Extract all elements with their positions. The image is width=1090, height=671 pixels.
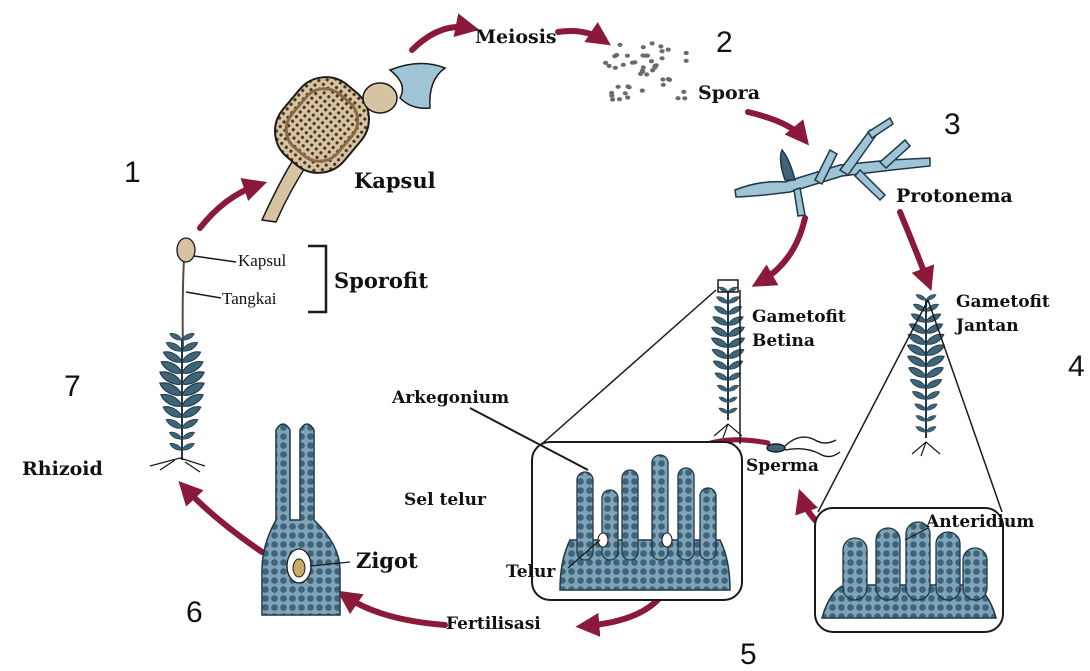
label-fertilisasi: Fertilisasi [446, 616, 541, 633]
step-number-6: 6 [186, 598, 203, 628]
arrow-to-zigot [345, 596, 445, 625]
step-number-5: 5 [740, 640, 757, 670]
label-gametofit-betina: Gametofit Betina [752, 305, 846, 353]
step-number-4: 4 [1068, 352, 1085, 382]
label-spora: Spora [698, 84, 760, 103]
label-zigot: Zigot [356, 550, 418, 571]
step-number-3: 3 [944, 110, 961, 140]
step-number-7: 7 [64, 372, 81, 402]
small-capsule [177, 238, 195, 262]
arrow-to-spora [558, 31, 603, 40]
label-sel-telur: Sel telur [404, 492, 486, 509]
arrow-to-rhizoid [185, 488, 262, 552]
label-gametofit-jantan: Gametofit Jantan [956, 290, 1050, 338]
spore-cluster [603, 41, 689, 101]
label-arkegonium: Arkegonium [392, 390, 509, 407]
label-kapsul-small: Kapsul [238, 252, 286, 269]
arrow-to-capsule [200, 185, 258, 228]
label-protonema: Protonema [896, 187, 1013, 206]
arkegonium-detail [470, 290, 742, 600]
sperma-illustration [767, 437, 840, 456]
label-kapsul: Kapsul [354, 170, 436, 191]
label-sperma: Sperma [746, 458, 819, 475]
arrow-to-protonema [748, 112, 803, 138]
arrow-to-gametofit-jantan [900, 212, 928, 282]
step-number-2: 2 [716, 28, 733, 58]
rhizoid-roots [150, 458, 205, 472]
step-number-1: 1 [124, 158, 141, 188]
label-tangkai: Tangkai [222, 290, 277, 307]
label-telur: Telur [506, 564, 555, 581]
capsule-illustration [261, 63, 445, 222]
label-rhizoid: Rhizoid [22, 460, 103, 479]
label-meiosis: Meiosis [475, 28, 557, 47]
arrow-to-meiosis [412, 27, 470, 50]
label-anteridium: Anteridium [926, 514, 1034, 531]
zigot-illustration [262, 424, 350, 615]
label-sporofit: Sporofit [334, 270, 428, 291]
arrow-to-gametofit-betina [760, 218, 805, 282]
sporophyte-plant [150, 238, 206, 472]
gametofit-jantan-plant [906, 293, 946, 456]
operculum [363, 83, 397, 113]
calyptra [390, 63, 445, 108]
